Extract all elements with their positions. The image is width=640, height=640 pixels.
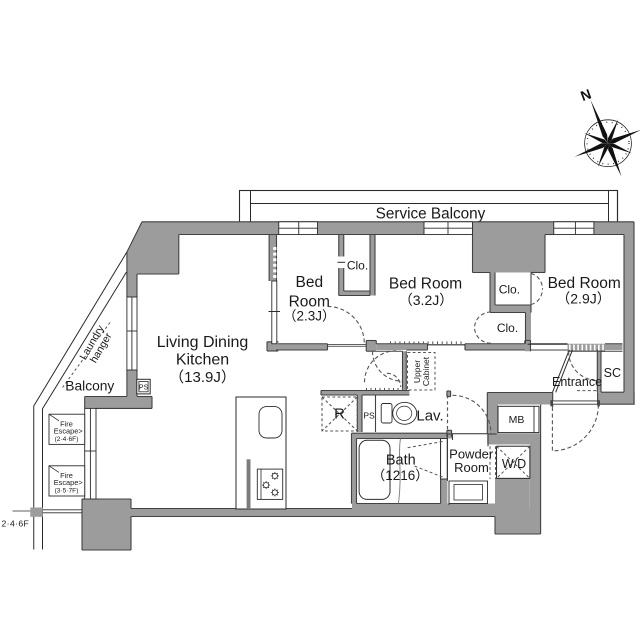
svg-text:Bath: Bath	[386, 452, 416, 468]
svg-text:Cabinet: Cabinet	[421, 356, 431, 386]
svg-text:Clo.: Clo.	[497, 321, 518, 335]
svg-text:Service Balcony: Service Balcony	[376, 205, 486, 222]
svg-text:(2·4·6F): (2·4·6F)	[55, 436, 79, 443]
svg-text:Living Dining: Living Dining	[157, 334, 249, 351]
svg-text:Balcony: Balcony	[65, 378, 114, 393]
svg-text:W/D: W/D	[502, 457, 526, 471]
svg-text:2·4·6F: 2·4·6F	[2, 519, 30, 529]
svg-text:Entrance: Entrance	[552, 375, 602, 389]
svg-text:Room: Room	[454, 460, 489, 475]
svg-text:Escape>: Escape>	[54, 478, 83, 487]
svg-text:MB: MB	[509, 414, 525, 426]
svg-text:Bed: Bed	[296, 274, 324, 291]
svg-text:PS: PS	[363, 410, 375, 420]
svg-text:Clo.: Clo.	[499, 282, 520, 296]
svg-text:(3·5·7F): (3·5·7F)	[55, 487, 79, 494]
svg-text:Kitchen: Kitchen	[176, 352, 229, 369]
svg-text:Room: Room	[289, 293, 330, 310]
svg-text:Clo.: Clo.	[347, 259, 368, 273]
svg-text:Escape>: Escape>	[54, 426, 83, 435]
svg-text:Upper: Upper	[412, 360, 422, 383]
svg-text:Fire: Fire	[60, 471, 73, 480]
svg-text:（2.3J）: （2.3J）	[283, 308, 336, 323]
svg-text:Powder: Powder	[449, 446, 494, 461]
svg-text:（1216）: （1216）	[372, 468, 429, 483]
svg-text:（3.2J）: （3.2J）	[399, 292, 453, 308]
svg-text:Bed Room: Bed Room	[389, 276, 462, 293]
svg-text:（2.9J）: （2.9J）	[556, 291, 610, 307]
svg-text:Fire: Fire	[60, 419, 73, 428]
svg-text:PS: PS	[139, 385, 149, 392]
svg-text:SC: SC	[604, 366, 621, 380]
svg-text:R: R	[334, 406, 345, 423]
svg-text:（13.9J）: （13.9J）	[169, 369, 236, 386]
svg-text:Bed Room: Bed Room	[548, 275, 621, 292]
svg-text:Lav.: Lav.	[416, 407, 443, 424]
